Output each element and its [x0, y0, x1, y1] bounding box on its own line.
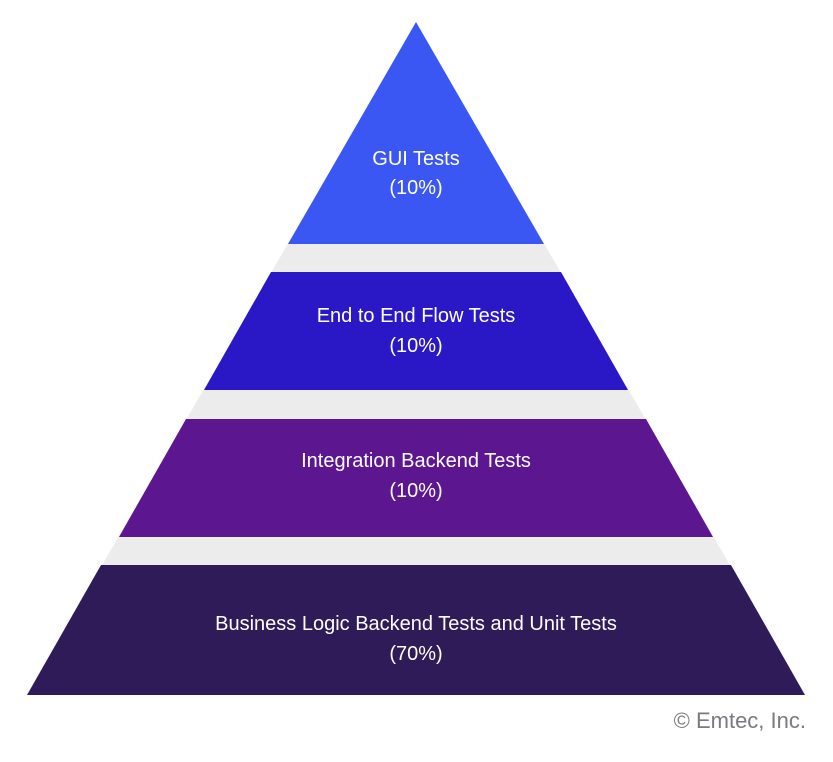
- tier-integration-backend-tests-percent: (10%): [389, 480, 442, 502]
- tier-end-to-end-flow-tests-percent: (10%): [389, 335, 442, 357]
- tier-business-logic-and-unit-tests-percent: (70%): [389, 643, 442, 665]
- tier-gui-tests-label: GUI Tests: [372, 148, 459, 170]
- tier-integration-backend-tests-shape: [119, 419, 713, 537]
- tier-end-to-end-flow-tests-label: End to End Flow Tests: [317, 305, 516, 327]
- tier-end-to-end-flow-tests: End to End Flow Tests (10%): [204, 272, 628, 390]
- tier-integration-backend-tests-label: Integration Backend Tests: [301, 450, 531, 472]
- tier-business-logic-and-unit-tests-label: Business Logic Backend Tests and Unit Te…: [215, 613, 617, 635]
- tier-business-logic-and-unit-tests: Business Logic Backend Tests and Unit Te…: [27, 565, 805, 695]
- tier-gui-tests-percent: (10%): [389, 177, 442, 199]
- copyright-notice: © Emtec, Inc.: [673, 708, 806, 733]
- tier-gui-tests-shape: [288, 22, 544, 244]
- tier-end-to-end-flow-tests-shape: [204, 272, 628, 390]
- tier-business-logic-and-unit-tests-shape: [27, 565, 805, 695]
- tier-gui-tests: GUI Tests (10%): [288, 22, 544, 244]
- tier-integration-backend-tests: Integration Backend Tests (10%): [119, 419, 713, 537]
